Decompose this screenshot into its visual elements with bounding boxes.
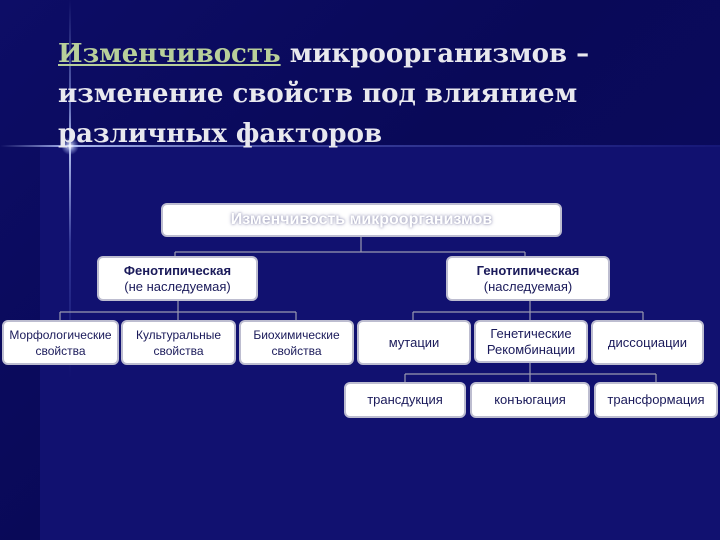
connector-phenotypic [59,300,297,320]
conjugation-box: конъюгация [470,382,590,418]
root-label: Изменчивость микроорганизмов [230,211,493,228]
recombination-line2: Рекомбинации [486,341,576,357]
transduction-box: трансдукция [344,382,466,418]
biochemical-box: Биохимические свойства [239,320,354,365]
cultural-line2: свойства [153,343,204,358]
biochemical-line1: Биохимические [253,327,340,342]
transformation-label: трансформация [607,392,705,407]
genotypic-label: Генотипическая [476,262,580,278]
connector-root [174,236,526,256]
transformation-box: трансформация [594,382,718,418]
phenotypic-label: Фенотипическая [123,262,232,278]
transduction-label: трансдукция [367,392,443,407]
mutations-label: мутации [388,334,440,350]
title-keyword: Изменчивость [58,39,281,69]
recombination-box: Генетические Рекомбинации [474,320,588,363]
phenotypic-box: Фенотипическая (не наследуемая) [97,256,258,301]
genotypic-sub: (наследуемая) [483,278,573,294]
dissociation-box: диссоциации [591,320,704,365]
cultural-line1: Культуральные [135,327,222,342]
title-line3: различных факторов [58,119,383,149]
title-line2: изменение свойств под влиянием [58,79,578,109]
connector-genotypic [412,300,644,320]
biochemical-line2: свойства [271,343,322,358]
connector-recombination [404,362,657,382]
cultural-box: Культуральные свойства [121,320,236,365]
mutations-box: мутации [357,320,471,365]
morphological-line2: свойства [35,343,86,358]
slide-title: Изменчивость микроорганизмов – изменение… [58,34,678,154]
genotypic-box: Генотипическая (наследуемая) [446,256,610,301]
conjugation-label: конъюгация [494,392,566,407]
morphological-line1: Морфологические [9,327,112,342]
title-line1-rest: микроорганизмов – [289,39,590,69]
root-box: Изменчивость микроорганизмов [161,203,562,237]
dissociation-label: диссоциации [607,334,688,350]
phenotypic-sub: (не наследуемая) [124,278,231,294]
recombination-line1: Генетические [490,325,572,341]
light-flare-horizontal [0,145,720,147]
light-flare-center [61,137,79,155]
morphological-box: Морфологические свойства [2,320,119,365]
light-flare-vertical [69,0,71,540]
